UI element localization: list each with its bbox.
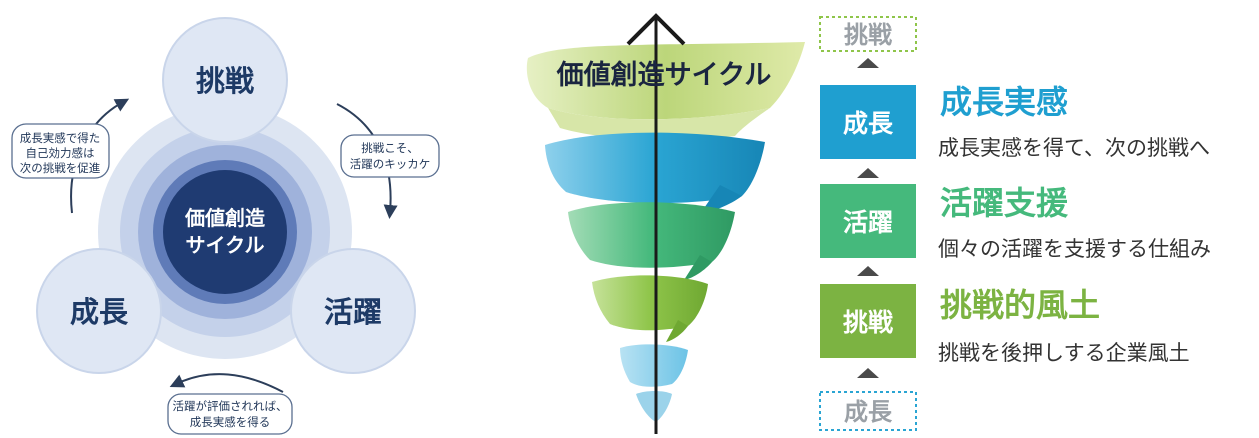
step-chevron-4 <box>857 368 879 378</box>
node-growth-label: 成長 <box>70 295 129 329</box>
step-dashed-top <box>819 16 917 52</box>
step-box-growth <box>820 85 916 159</box>
bubble-left-line3: 次の挑戦を促進 <box>20 161 101 175</box>
funnel-band-lime-tail <box>666 320 688 342</box>
funnel-title: 価値創造サイクル <box>556 60 772 91</box>
funnel-axis-arrowhead <box>626 13 686 46</box>
steps-panel: 挑戦 成長 成長実感 成長実感を得て、次の挑戦へ 活躍 活躍支援 個々の活躍を支… <box>819 16 1211 431</box>
cycle-hub <box>163 170 287 294</box>
funnel-band-top-back <box>548 108 770 141</box>
step-heading-growth: 成長実感 <box>940 83 1068 121</box>
funnel-band-blue-tail <box>700 185 742 214</box>
bubble-bottom <box>167 393 293 435</box>
funnel-band-top <box>526 42 805 120</box>
funnel-band-tip <box>636 391 672 422</box>
node-challenge-label: 挑戦 <box>196 64 254 98</box>
node-challenge <box>162 17 288 143</box>
bubble-bottom-line2: 成長実感を得る <box>190 415 271 429</box>
spiral-funnel: 価値創造サイクル <box>526 13 805 434</box>
bubble-left-line1: 成長実感で得た <box>20 131 101 145</box>
bubble-left <box>11 123 110 179</box>
hub-label-line2: サイクル <box>186 233 265 257</box>
funnel-band-green <box>568 202 735 268</box>
node-active-label: 活躍 <box>324 295 382 329</box>
step-dashed-bottom-label: 成長 <box>844 398 893 426</box>
step-dashed-top-label: 挑戦 <box>844 21 892 49</box>
bubble-bottom-line1: 活躍が評価されれば、 <box>173 399 288 413</box>
bubble-right-line2: 活躍のキッカケ <box>350 157 431 171</box>
step-desc-growth: 成長実感を得て、次の挑戦へ <box>938 136 1210 160</box>
step-heading-challenge: 挑戦的風土 <box>940 286 1100 324</box>
step-box-challenge-label: 挑戦 <box>843 308 893 337</box>
step-desc-challenge: 挑戦を後押しする企業風土 <box>938 341 1190 365</box>
node-active <box>290 248 416 374</box>
funnel-band-lime <box>592 275 708 331</box>
arrow-bottom-left <box>169 373 284 393</box>
funnel-band-small-blue <box>620 344 688 387</box>
bubble-right-line1: 挑戦こそ、 <box>361 141 419 155</box>
step-box-active-label: 活躍 <box>843 208 893 237</box>
node-growth <box>36 248 162 374</box>
bubble-left-line2: 自己効力感は <box>26 146 95 160</box>
step-chevron-1 <box>857 58 879 68</box>
funnel-band-green-tail <box>684 255 712 280</box>
cycle-diagram: 価値創造 サイクル 挑戦 成長 活躍 成長実感で得た 自己効力感は 次の挑戦を促… <box>11 17 440 435</box>
step-box-active <box>820 184 916 258</box>
bubble-right <box>340 134 440 178</box>
hub-label-line1: 価値創造 <box>184 206 266 230</box>
step-desc-active: 個々の活躍を支援する仕組み <box>938 237 1211 261</box>
step-chevron-3 <box>857 266 879 276</box>
step-chevron-2 <box>857 168 879 178</box>
step-box-growth-label: 成長 <box>843 109 894 138</box>
step-heading-active: 活躍支援 <box>940 184 1069 222</box>
step-dashed-bottom <box>819 391 917 431</box>
step-box-challenge <box>820 284 916 358</box>
